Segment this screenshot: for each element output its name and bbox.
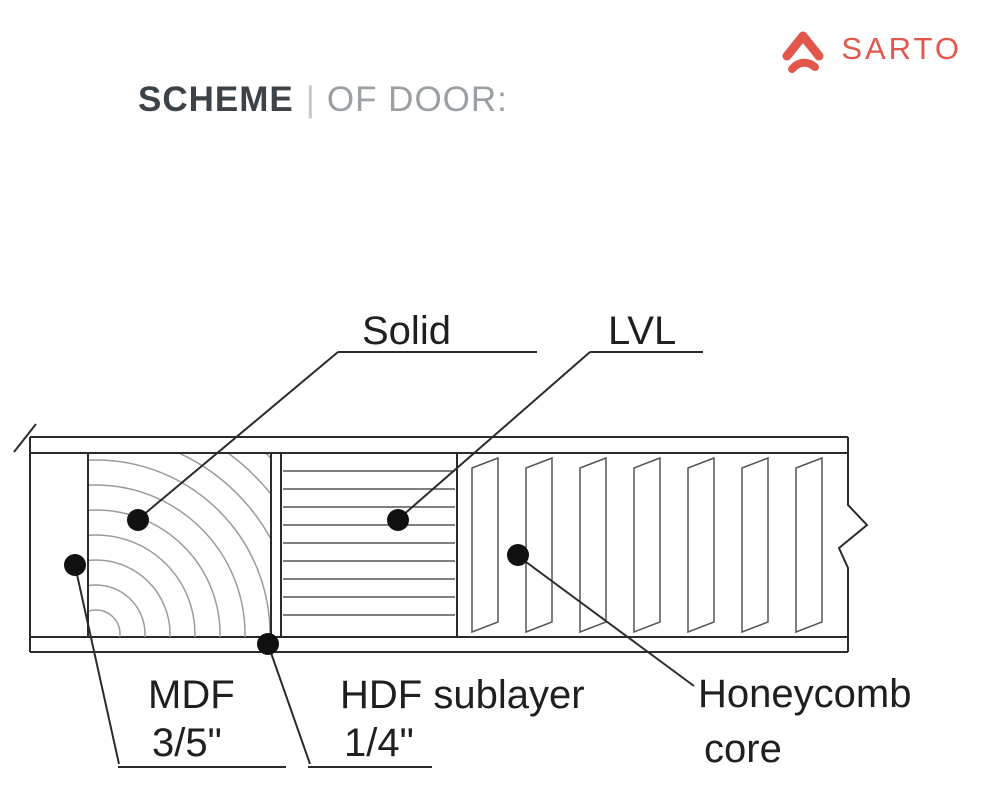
mdf-leader-line	[75, 569, 120, 765]
logo: SARTO	[777, 22, 962, 76]
logo-chevron-shape	[782, 31, 824, 61]
diagram-labels: Solid LVL MDF 3/5" HDF sublayer 1/4" Hon…	[148, 309, 911, 771]
door-cross-section	[13, 423, 848, 653]
solid-wood-grain	[89, 454, 270, 637]
title-divider: |	[305, 80, 315, 119]
label-lvl: LVL	[608, 309, 676, 353]
sarto-logo-icon	[782, 31, 824, 73]
callout-dots	[64, 509, 529, 655]
label-mdf: MDF	[148, 673, 235, 717]
callout-dot-mdf	[64, 554, 86, 576]
corner-sketch-line	[13, 423, 37, 453]
page-title: SCHEME | OF DOOR:	[138, 80, 508, 120]
title-main: SCHEME	[138, 80, 294, 119]
callout-dot-lvl	[387, 509, 409, 531]
label-mdf-size: 3/5"	[152, 721, 222, 765]
title-sub: OF DOOR:	[326, 80, 508, 119]
logo-swoosh-shape	[788, 58, 820, 73]
callout-dot-honeycomb	[507, 544, 529, 566]
break-mark	[837, 437, 869, 652]
label-solid: Solid	[362, 309, 451, 353]
label-honeycomb-line2: core	[704, 727, 782, 771]
hdf-leader-line	[269, 649, 311, 765]
honeycomb-leader-line	[521, 558, 695, 687]
label-hdf: HDF sublayer	[340, 673, 585, 717]
logo-text: SARTO	[841, 31, 962, 66]
callout-dot-hdf	[257, 633, 279, 655]
lvl-hatching	[283, 470, 455, 616]
callout-leaders	[75, 351, 703, 768]
label-hdf-size: 1/4"	[344, 721, 414, 765]
honeycomb-slats	[471, 456, 823, 634]
solid-leader-line	[141, 351, 339, 517]
lvl-leader-line	[401, 351, 591, 517]
label-honeycomb-line1: Honeycomb	[698, 672, 911, 716]
callout-dot-solid	[127, 509, 149, 531]
